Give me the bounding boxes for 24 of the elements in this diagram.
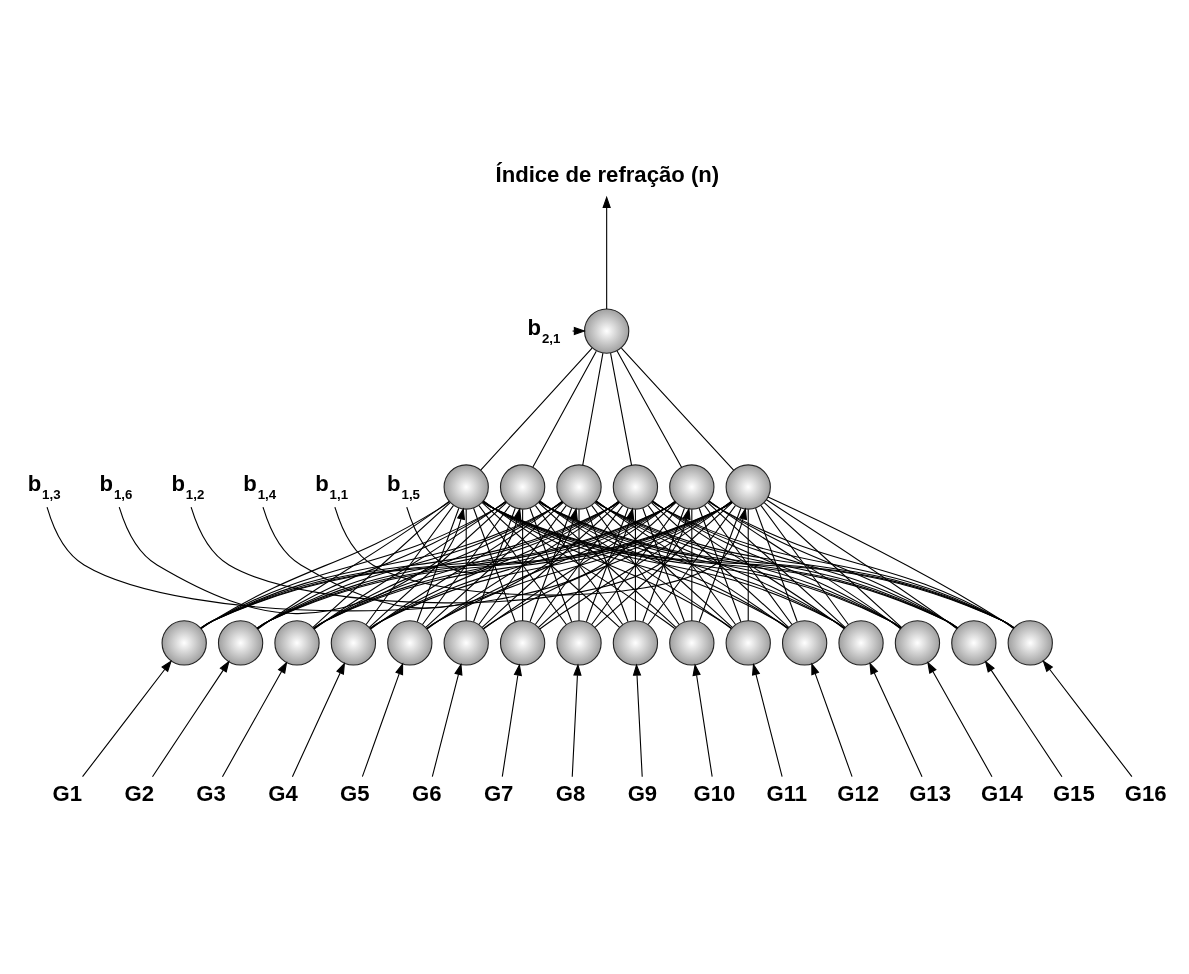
node-text: b$_{1,3}$ — [27, 471, 61, 502]
node-text: G15 — [1052, 781, 1095, 807]
node-text: b$_{1,6}$ — [99, 471, 133, 502]
node-text: G3 — [196, 781, 226, 807]
node-text: G1 — [52, 781, 83, 807]
node-text: G2 — [124, 781, 154, 807]
node-text: G9 — [627, 781, 658, 807]
node-text: Índice de refração (n) — [495, 161, 720, 187]
node-text: b$_{1,2}$ — [171, 471, 205, 502]
node-text: b$_{1,4}$ — [243, 471, 277, 502]
node-text: G14 — [981, 781, 1023, 807]
node-text: G10 — [693, 781, 736, 807]
node-text: G11 — [766, 781, 808, 807]
node-text: G12 — [837, 781, 880, 807]
node-text: b$_{1,5}$ — [387, 471, 420, 502]
node-text: b$_{2,1}$ — [527, 315, 561, 346]
node-text: G13 — [909, 781, 951, 807]
node-text: G5 — [340, 781, 370, 807]
node-text: G4 — [268, 781, 298, 807]
node-text: G7 — [483, 781, 514, 807]
node-text: G8 — [555, 781, 586, 807]
node-text: G16 — [1124, 781, 1167, 807]
node-text: G6 — [412, 781, 442, 807]
node-text: b$_{1,1}$ — [315, 471, 349, 502]
